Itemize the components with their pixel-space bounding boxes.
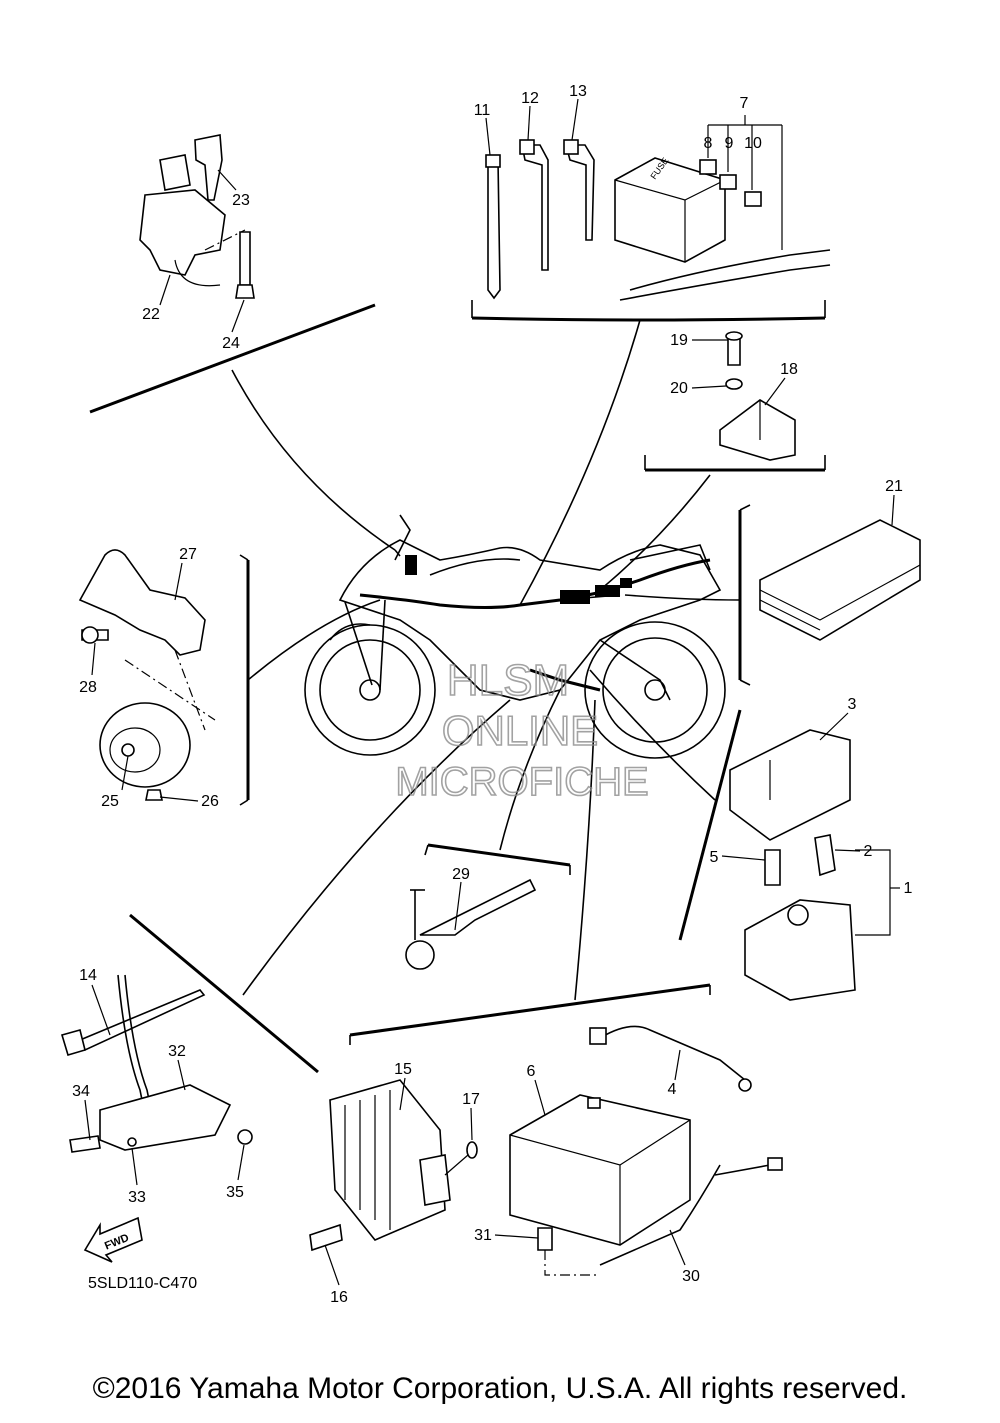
fuse-box-group: [485, 115, 831, 301]
callout-23: 23: [232, 192, 250, 209]
callout-17: 17: [462, 1091, 480, 1108]
callout-29: 29: [452, 866, 470, 883]
callout-10: 10: [744, 135, 762, 152]
watermark-line-3: MICROFICHE: [395, 760, 648, 804]
callout-16: 16: [330, 1289, 348, 1306]
callout-33: 33: [128, 1189, 146, 1206]
callout-20: 20: [670, 380, 688, 397]
starter-relay-group: [729, 729, 891, 1001]
callout-7: 7: [740, 95, 749, 112]
callout-35: 35: [226, 1184, 244, 1201]
callout-18: 18: [780, 361, 798, 378]
callout-13: 13: [569, 83, 587, 100]
ecu-group: [759, 519, 921, 641]
callout-9: 9: [725, 135, 734, 152]
horn-group: [78, 549, 216, 801]
callout-31: 31: [474, 1227, 492, 1244]
callout-11: 11: [474, 102, 491, 119]
callout-4: 4: [668, 1081, 677, 1098]
callout-27: 27: [179, 546, 197, 563]
callout-19: 19: [670, 332, 688, 349]
callout-22: 22: [142, 306, 160, 323]
callout-6: 6: [527, 1063, 536, 1080]
leader-lines: [89, 300, 826, 1074]
fwd-arrow-icon: FWD: [83, 1216, 143, 1263]
brake-switch-group: [405, 878, 537, 970]
ignition-switch-group: [139, 134, 255, 299]
watermark-line-1: HLSM: [447, 656, 569, 705]
callout-3: 3: [848, 696, 857, 713]
watermark-line-2: ONLINE: [442, 707, 598, 754]
callout-34: 34: [72, 1083, 90, 1100]
callout-21: 21: [885, 478, 903, 495]
callout-26: 26: [201, 793, 219, 810]
callout-1: 1: [904, 880, 913, 897]
callout-15: 15: [394, 1061, 412, 1078]
copyright-notice: ©2016 Yamaha Motor Corporation, U.S.A. A…: [92, 1372, 908, 1405]
callout-12: 12: [521, 90, 539, 107]
battery-group: [509, 1025, 783, 1276]
callout-2: 2: [864, 843, 873, 860]
motorcycle-outline: [304, 514, 726, 759]
relay-group: [719, 331, 796, 461]
callout-28: 28: [79, 679, 97, 696]
callout-5: 5: [710, 849, 719, 866]
callout-8: 8: [704, 135, 713, 152]
callout-24: 24: [222, 335, 240, 352]
callout-14: 14: [79, 967, 97, 984]
callout-numbers: 1 2 3 4 5 6 7 8 9 10 11 12 13 14 15 16 1…: [72, 83, 912, 1306]
watermark: HLSM ONLINE MICROFICHE: [395, 655, 650, 805]
callout-25: 25: [101, 793, 119, 810]
bracket-group: [60, 974, 253, 1153]
callout-30: 30: [682, 1268, 700, 1285]
callout-leaders: [84, 98, 900, 1286]
diagram-code: 5SLD110-C470: [88, 1275, 197, 1292]
rectifier-group: [309, 1079, 478, 1252]
callout-32: 32: [168, 1043, 186, 1060]
